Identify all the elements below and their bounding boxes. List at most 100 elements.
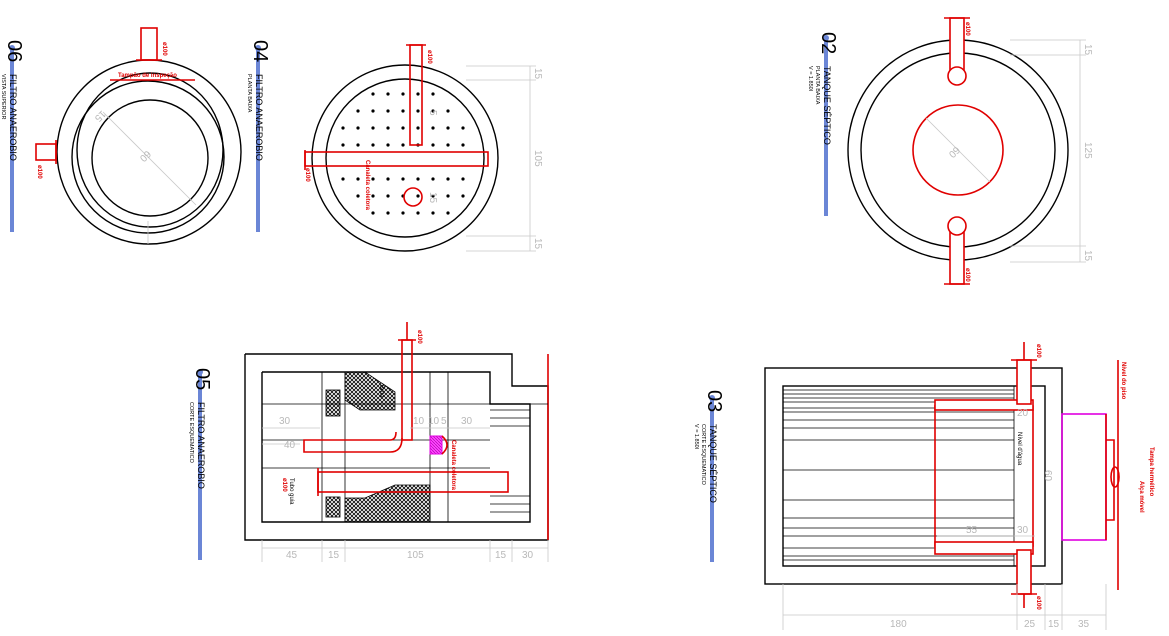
collector-channel-04	[304, 151, 489, 167]
perforation-hole	[371, 92, 375, 96]
perforation-hole	[386, 109, 390, 113]
perforation-hole	[371, 177, 375, 181]
perforation-hole	[386, 177, 390, 181]
pipe-label-04-left: ø100	[304, 168, 310, 182]
inner-dim-15-04: 15	[427, 192, 438, 204]
detail-subtitle-03: CORTE ESQUEMATICO	[700, 424, 706, 486]
dim-30-03: 30	[1017, 525, 1029, 536]
gravel-bed-top	[344, 371, 396, 411]
collector-channel-05	[429, 435, 443, 455]
label-brita: Brita	[378, 385, 384, 398]
perforation-hole	[401, 109, 405, 113]
dim-40-05: 40	[284, 440, 296, 451]
perforation-hole	[431, 126, 435, 130]
detail-02-planta-baixa: 02 TANQUE SÉPTICO PLANTA BAIXA V = 1.850…	[807, 17, 1093, 285]
detail-06-vista-superior: 06 FILTRO ANAEROBIO VISTA SUPERIOR 60 15…	[0, 27, 242, 245]
guide-tube-04	[403, 187, 423, 207]
detail-04-planta-baixa: 04 FILTRO ANAEROBIO PLANTA BAIXA ø100 ø1…	[246, 40, 543, 252]
inner-dim-5-04: 5	[427, 110, 438, 116]
inlet-pipe-05	[401, 339, 413, 441]
dim-15-02a: 15	[1082, 44, 1093, 56]
dim-5-05: 5	[441, 416, 447, 427]
title-dot-02	[823, 35, 829, 41]
pipe-label-06-left: ø100	[36, 165, 42, 179]
detail-title-04: FILTRO ANAEROBIO	[254, 74, 264, 161]
inlet-tee-03	[934, 399, 1034, 411]
perforation-hole	[401, 92, 405, 96]
detail-subtitle-05: CORTE ESQUEMATICO	[188, 402, 194, 464]
title-block-04: 04 FILTRO ANAEROBIO PLANTA BAIXA	[246, 40, 271, 161]
perforation-hole	[356, 194, 360, 198]
perforation-hole	[341, 126, 345, 130]
detail-03-corte-esquematico: 03 TANQUE SÉPTICO CORTE ESQUEMATICO V = …	[693, 342, 1154, 630]
title-block-05: 05 FILTRO ANAEROBIO CORTE ESQUEMATICO	[188, 368, 213, 489]
detail-volume-03: V = 1.850l	[693, 424, 699, 449]
detail-number-05: 05	[191, 368, 213, 390]
label-tampa-hermetico: Tampa hermético	[1148, 447, 1154, 497]
dim-105-04: 105	[532, 150, 543, 167]
perforation-hole	[446, 211, 450, 215]
outlet-tee-02	[947, 216, 967, 236]
outlet-tee-03	[934, 541, 1034, 555]
title-dot-06	[9, 45, 15, 51]
perforation-hole	[401, 177, 405, 181]
access-neck	[1061, 413, 1107, 541]
detail-number-04: 04	[249, 40, 271, 62]
perforation-hole	[371, 194, 375, 198]
title-dot-05	[197, 369, 203, 375]
diameter-line-06	[102, 111, 197, 206]
pipe-label-03-top: ø100	[1035, 344, 1041, 358]
perforation-holes	[341, 92, 465, 215]
pipe-label-04-top: ø100	[426, 50, 432, 64]
pipe-label-03-bottom: ø100	[1035, 596, 1041, 610]
dim-20-03: 20	[1017, 408, 1029, 419]
perforation-hole	[386, 143, 390, 147]
perforation-hole	[446, 143, 450, 147]
detail-volume-02: V = 1.850l	[807, 66, 813, 91]
perforation-hole	[386, 92, 390, 96]
perforation-hole	[416, 109, 420, 113]
dim-60-06: 60	[137, 148, 153, 164]
perforation-hole	[431, 211, 435, 215]
perforation-hole	[401, 211, 405, 215]
perforation-hole	[431, 109, 435, 113]
perforation-hole	[461, 194, 465, 198]
dim-15-04b: 15	[532, 238, 543, 250]
perforation-hole	[371, 143, 375, 147]
dim-30-05c: 30	[522, 550, 534, 561]
pipe-label-02-top: ø100	[964, 22, 970, 36]
inlet-tee-02	[947, 66, 967, 86]
gravel-support-bottom	[325, 496, 341, 518]
dim-15-05a: 15	[328, 550, 340, 561]
inlet-pipe-06	[140, 27, 158, 61]
perforation-hole	[431, 92, 435, 96]
perforation-hole	[386, 194, 390, 198]
dim-30-05a: 30	[279, 416, 291, 427]
inlet-pipe-04	[409, 44, 423, 146]
outlet-pipe-03	[1016, 549, 1032, 595]
perforation-hole	[356, 143, 360, 147]
lid-rim	[1106, 439, 1115, 521]
perforation-hole	[371, 126, 375, 130]
label-tubo-diameter: ø100	[281, 478, 287, 492]
dim-55-03: 55	[966, 525, 978, 536]
title-block-03: 03 TANQUE SÉPTICO CORTE ESQUEMATICO V = …	[693, 390, 725, 503]
dim-60-02: 60	[946, 144, 962, 160]
label-tampao-inspecao: Tampão de inspeção	[118, 73, 177, 79]
detail-05-corte-esquematico: 05 FILTRO ANAEROBIO CORTE ESQUEMATICO Br…	[188, 322, 549, 562]
perforation-hole	[386, 211, 390, 215]
filter-inner-wall-b	[76, 72, 224, 228]
pipe-label-06-top: ø100	[161, 42, 167, 56]
pipe-label-02-bottom: ø100	[964, 268, 970, 282]
detail-number-03: 03	[703, 390, 725, 412]
detail-number-02: 02	[817, 32, 839, 54]
dim-15-02b: 15	[1082, 250, 1093, 262]
outlet-pipe-06	[35, 143, 57, 161]
dim-180-03: 180	[890, 619, 907, 630]
pipe-label-05: ø100	[416, 330, 422, 344]
perforation-hole	[461, 143, 465, 147]
label-canaleta-05: Canaleta coletora	[450, 440, 456, 491]
detail-subtitle-02: PLANTA BAIXA	[814, 66, 820, 105]
perforation-hole	[446, 194, 450, 198]
filter-wall-outer-04	[311, 64, 499, 252]
